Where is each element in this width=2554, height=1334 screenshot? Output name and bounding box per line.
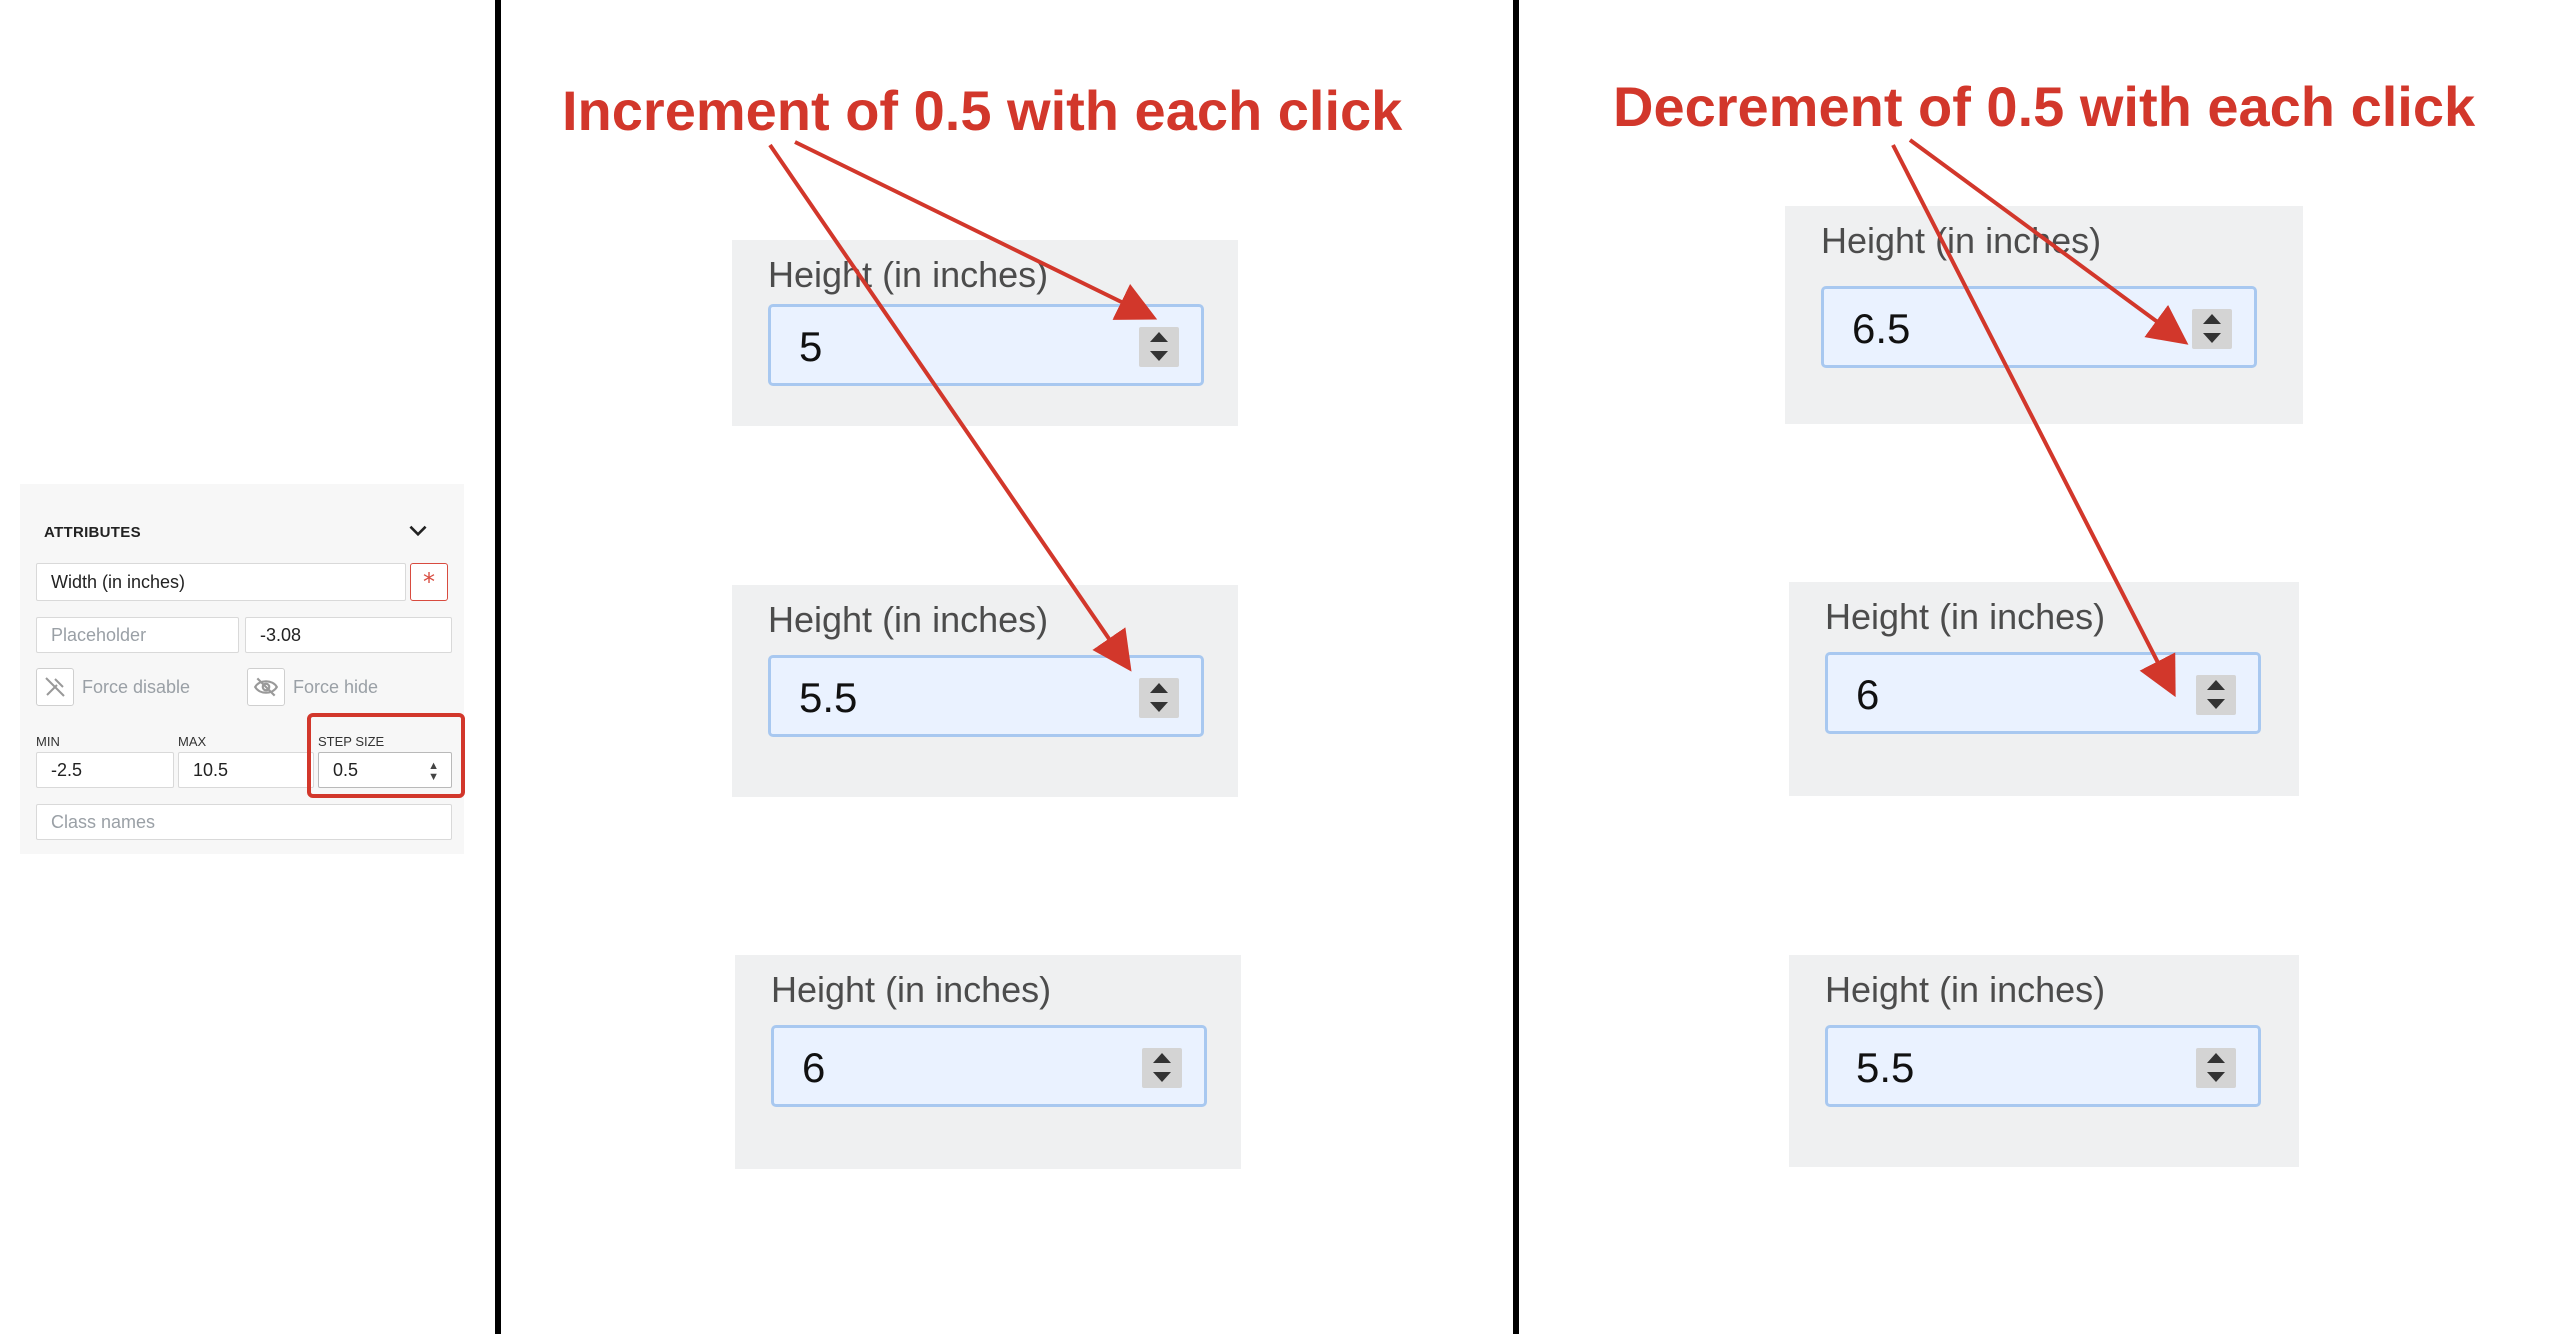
height-value: 6 (802, 1044, 826, 1091)
force-hide-toggle[interactable]: Force hide (247, 668, 378, 706)
height-label: Height (in inches) (1825, 596, 2106, 637)
step-size-value: 0.5 (333, 759, 359, 780)
height-input[interactable]: 6 (1825, 652, 2261, 734)
stepper-icon[interactable] (2192, 309, 2232, 349)
chevron-down-icon[interactable] (405, 518, 431, 544)
increment-card-2: Height (in inches) 5.5 (732, 585, 1238, 797)
stepper-icon[interactable] (2196, 1048, 2236, 1088)
force-hide-label: Force hide (293, 676, 379, 697)
required-toggle-button[interactable]: * (410, 563, 448, 601)
attributes-panel: ATTRIBUTES Width (in inches) * Placehold… (20, 484, 464, 854)
max-label: MAX (178, 734, 207, 749)
placeholder-field[interactable]: Placeholder (36, 617, 239, 653)
max-field[interactable]: 10.5 (178, 752, 314, 788)
stepper-icon[interactable] (1139, 678, 1179, 718)
class-names-field[interactable]: Class names (36, 804, 452, 840)
divider-left (495, 0, 501, 1334)
min-field[interactable]: -2.5 (36, 752, 174, 788)
stepper-icon[interactable] (2196, 675, 2236, 715)
increment-card-1: Height (in inches) 5 (732, 240, 1238, 426)
eye-off-icon (247, 668, 285, 706)
divider-right (1513, 0, 1519, 1334)
height-input[interactable]: 5 (768, 304, 1204, 386)
force-disable-toggle[interactable]: Force disable (36, 668, 190, 706)
height-value: 5.5 (799, 674, 858, 721)
attributes-header: ATTRIBUTES (44, 524, 141, 541)
height-input[interactable]: 5.5 (1825, 1025, 2261, 1107)
height-input[interactable]: 6 (771, 1025, 1207, 1107)
step-size-label: STEP SIZE (318, 734, 385, 749)
force-disable-label: Force disable (82, 676, 191, 697)
step-size-field[interactable]: 0.5 ▲▼ (318, 752, 452, 788)
height-label: Height (in inches) (768, 254, 1049, 295)
stepper-icon[interactable] (1139, 327, 1179, 367)
height-value: 6 (1856, 671, 1880, 718)
decrement-card-2: Height (in inches) 6 (1789, 582, 2299, 796)
force-disable-icon (36, 668, 74, 706)
min-label: MIN (36, 734, 60, 749)
stepper-icon[interactable] (1142, 1048, 1182, 1088)
default-value-field[interactable]: -3.08 (245, 617, 452, 653)
step-size-spinner-icon[interactable]: ▲▼ (428, 760, 439, 783)
height-label: Height (in inches) (768, 599, 1049, 640)
height-value: 6.5 (1852, 305, 1911, 352)
height-input[interactable]: 6.5 (1821, 286, 2257, 368)
height-label: Height (in inches) (1821, 220, 2102, 261)
increment-annotation: Increment of 0.5 with each click (562, 79, 1403, 142)
height-value: 5.5 (1856, 1044, 1915, 1091)
decrement-card-3: Height (in inches) 5.5 (1789, 955, 2299, 1167)
height-label: Height (in inches) (771, 969, 1052, 1010)
decrement-annotation: Decrement of 0.5 with each click (1613, 75, 2476, 138)
decrement-card-1: Height (in inches) 6.5 (1785, 206, 2303, 424)
label-field[interactable]: Width (in inches) (36, 563, 406, 601)
step-size-highlight (307, 713, 465, 798)
height-input[interactable]: 5.5 (768, 655, 1204, 737)
height-value: 5 (799, 323, 823, 370)
height-label: Height (in inches) (1825, 969, 2106, 1010)
increment-card-3: Height (in inches) 6 (735, 955, 1241, 1169)
